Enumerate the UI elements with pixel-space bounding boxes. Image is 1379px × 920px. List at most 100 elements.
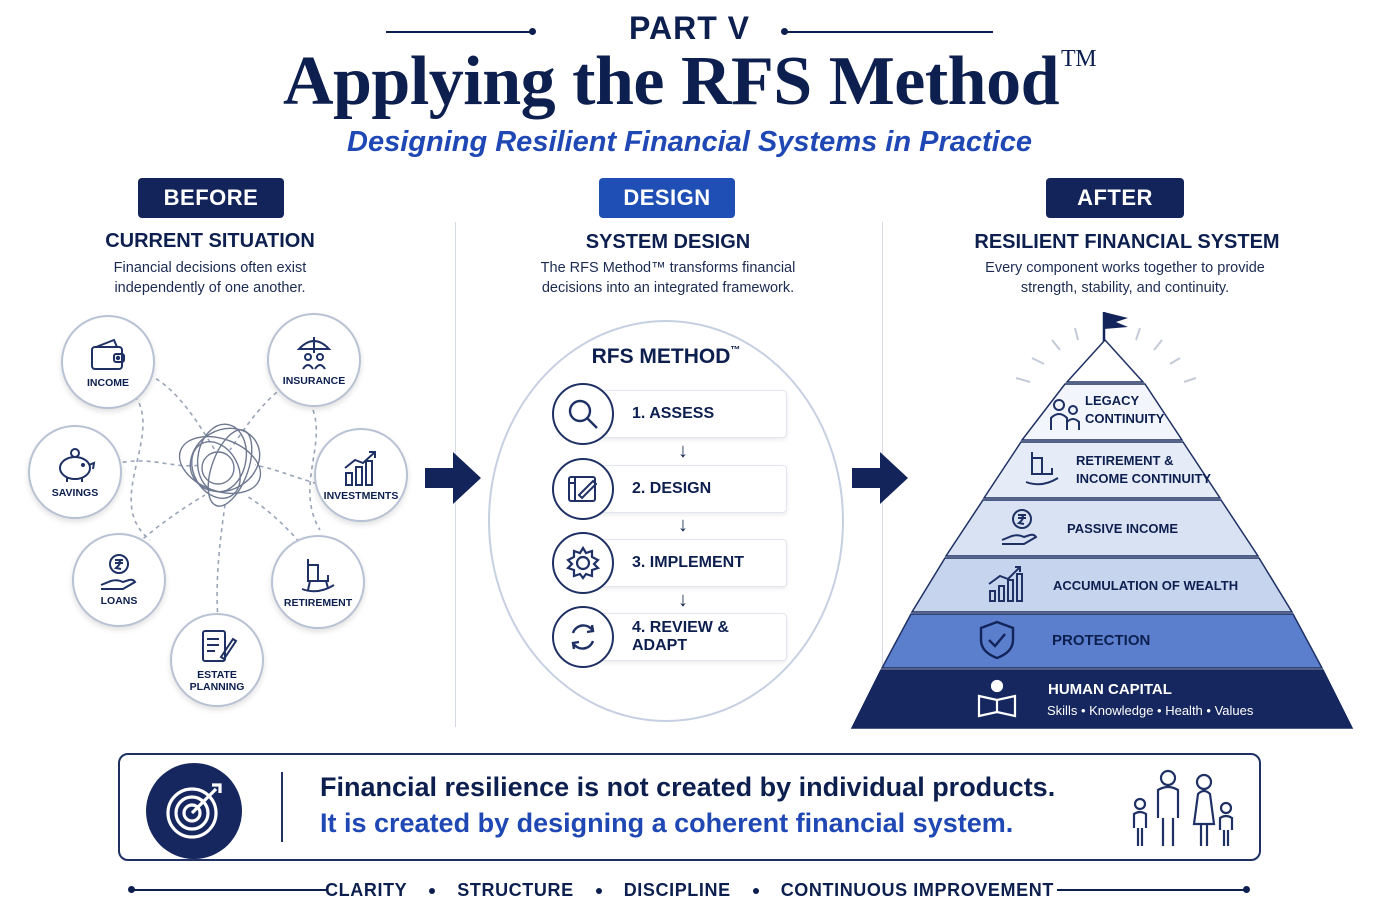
rocking-chair-icon <box>301 559 335 593</box>
header-rule-right-dot <box>781 28 788 35</box>
footer-values: CLARITY STRUCTURE DISCIPLINE CONTINUOUS … <box>0 880 1379 901</box>
after-desc-line2: strength, stability, and continuity. <box>1020 280 1230 296</box>
bar-chart-icon <box>344 451 376 486</box>
level-accumulation-label: ACCUMULATION OF WEALTH <box>1053 578 1239 593</box>
income-label: INCOME <box>87 377 129 389</box>
design-desc: The RFS Method™ transforms financial dec… <box>478 258 858 298</box>
banner-line-2: It is created by designing a coherent fi… <box>320 808 1014 838</box>
design-desc-line2: decisions into an integrated framework. <box>541 280 795 296</box>
savings-label: SAVINGS <box>51 487 99 499</box>
step-icon-circle <box>552 606 614 668</box>
refresh-icon <box>571 624 595 650</box>
step-icon-circle <box>552 532 614 594</box>
loans-circle: LOANS <box>72 533 166 627</box>
footer-separator-dot <box>429 887 436 894</box>
level-passive-income-label: PASSIVE INCOME <box>1067 521 1179 536</box>
rfs-method-title: RFS METHOD™ <box>488 345 844 369</box>
investments-label: INVESTMENTS <box>323 490 399 502</box>
piggy-bank-icon <box>59 448 96 482</box>
insurance-circle: INSURANCE <box>267 313 361 407</box>
before-title: CURRENT SITUATION <box>105 230 315 252</box>
footer-separator-dot <box>595 887 602 894</box>
level-legacy-label: LEGACY CONTINUITY <box>1085 392 1164 428</box>
title-text: Applying the RFS Method <box>282 43 1060 120</box>
level-line2: INCOME CONTINUITY <box>1076 471 1212 486</box>
footer-value: DISCIPLINE <box>623 880 731 900</box>
level-line2: CONTINUITY <box>1085 411 1165 426</box>
shield-check-icon <box>979 620 1015 660</box>
insurance-label: INSURANCE <box>282 375 346 387</box>
banner-line-1: Financial resilience is not created by i… <box>320 772 1056 802</box>
design-pill: DESIGN <box>599 178 735 218</box>
step-label: 1. ASSESS <box>632 405 715 422</box>
arrow-down-icon: ↓ <box>678 589 688 611</box>
after-pill: AFTER <box>1046 178 1184 218</box>
before-pill: BEFORE <box>138 178 284 218</box>
after-title: RESILIENT FINANCIAL SYSTEM <box>974 231 1280 253</box>
before-desc-line1: Financial decisions often exist <box>113 260 307 276</box>
magnifier-icon <box>568 399 598 429</box>
wallet-icon <box>91 338 125 370</box>
header-rule-left <box>386 31 532 33</box>
page-title: Applying the RFS MethodTM <box>0 42 1379 122</box>
rupee-hand-icon <box>100 554 137 590</box>
target-badge <box>146 763 242 859</box>
step-icon-circle <box>552 383 614 445</box>
arrow-right-icon <box>425 452 481 504</box>
blueprint-icon <box>568 476 598 502</box>
step-label: 2. DESIGN <box>632 480 712 497</box>
rupee-hand-icon <box>1001 509 1038 545</box>
estate-label-line1: ESTATE <box>197 669 237 681</box>
rfs-method-tm: ™ <box>730 345 741 356</box>
footer-value: CLARITY <box>325 880 408 900</box>
footer-value: STRUCTURE <box>457 880 574 900</box>
header-rule-right <box>785 31 993 33</box>
income-circle: INCOME <box>61 315 155 409</box>
retirement-circle: RETIREMENT <box>271 535 365 629</box>
after-desc: Every component works together to provid… <box>930 258 1320 298</box>
footer-rule-right-dot <box>1243 886 1250 893</box>
level-retirement-label: RETIREMENT & INCOME CONTINUITY <box>1076 452 1211 488</box>
footer-rule-left-dot <box>128 886 135 893</box>
arrow-down-icon: ↓ <box>678 440 688 462</box>
footer-rule-left <box>130 889 326 891</box>
part-label: PART V <box>629 10 750 46</box>
estate-label-line2: PLANNING <box>189 681 245 693</box>
step-icon-circle <box>552 458 614 520</box>
rfs-method-title-text: RFS METHOD <box>591 345 731 368</box>
trademark: TM <box>1061 46 1097 72</box>
level-line1: LEGACY <box>1085 393 1140 408</box>
rfs-method-ellipse <box>488 320 844 722</box>
before-desc: Financial decisions often exist independ… <box>40 258 380 298</box>
footer-separator-dot <box>752 887 759 894</box>
retirement-label: RETIREMENT <box>283 597 353 609</box>
document-pen-icon <box>202 630 238 662</box>
level-human-capital-detail: Skills • Knowledge • Health • Values <box>1047 703 1254 718</box>
key-message-banner <box>118 753 1261 861</box>
target-icon <box>166 783 222 839</box>
design-desc-line1: The RFS Method™ transforms financial <box>540 260 796 276</box>
header-rule-left-dot <box>529 28 536 35</box>
design-title: SYSTEM DESIGN <box>585 231 751 253</box>
footer-value: CONTINUOUS IMPROVEMENT <box>780 880 1054 900</box>
umbrella-family-icon <box>296 337 332 370</box>
gear-icon <box>565 545 601 580</box>
arrow-down-icon: ↓ <box>678 514 688 536</box>
banner-separator <box>281 772 283 842</box>
before-desc-line2: independently of one another. <box>114 280 306 296</box>
page-subtitle: Designing Resilient Financial Systems in… <box>347 126 1032 158</box>
arrow-right-icon <box>852 452 908 504</box>
footer-rule-right <box>1057 889 1247 891</box>
rocking-chair-icon <box>1025 452 1059 486</box>
investments-circle: INVESTMENTS <box>314 428 408 522</box>
level-protection-label: PROTECTION <box>1052 632 1151 649</box>
loans-label: LOANS <box>100 595 138 607</box>
level-human-capital-title: HUMAN CAPITAL <box>1048 681 1172 698</box>
family-icon <box>1132 769 1234 846</box>
growth-chart-icon <box>988 566 1023 602</box>
person-book-icon <box>977 679 1017 718</box>
level-line1: RETIREMENT & <box>1076 453 1174 468</box>
step-label: 4. REVIEW & ADAPT <box>632 619 729 654</box>
